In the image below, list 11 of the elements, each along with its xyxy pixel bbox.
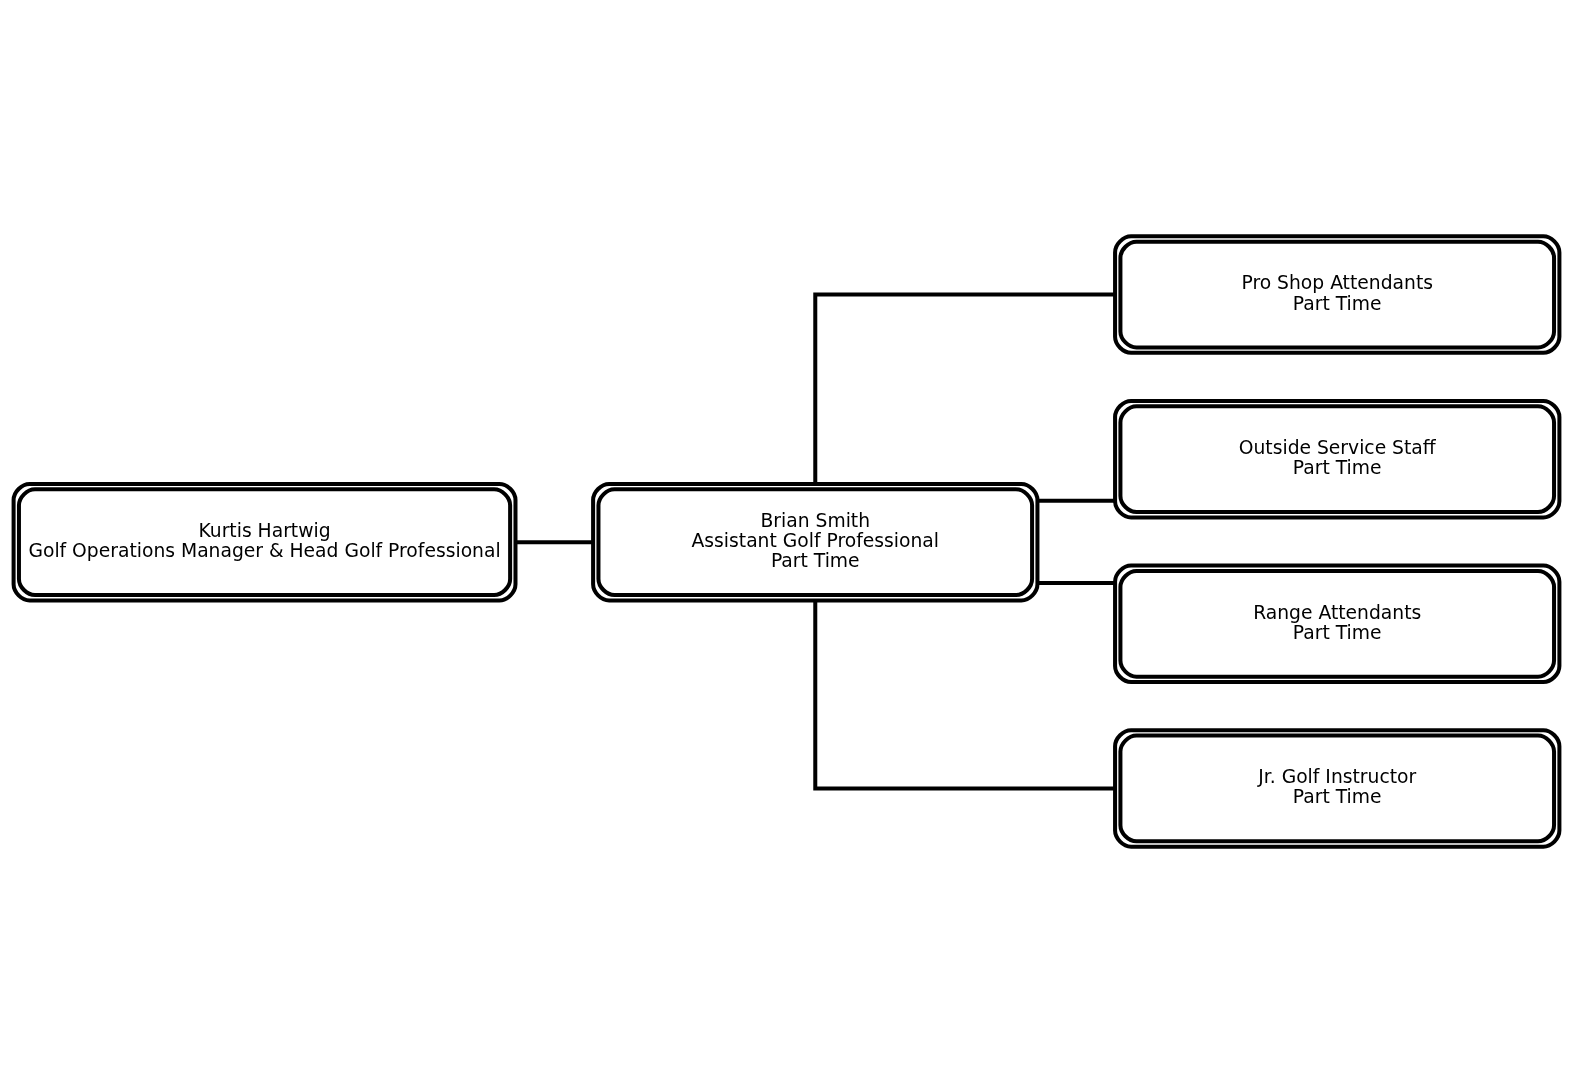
node-box: Outside Service Staff Part Time: [1113, 398, 1562, 520]
connector: [1037, 498, 1115, 503]
connector: [813, 292, 1115, 484]
connector: [813, 600, 1115, 791]
node-box: Jr. Golf Instructor Part Time: [1113, 728, 1562, 849]
node-box: Brian Smith Assistant Golf Professional Part Time: [591, 481, 1040, 603]
node-box: Pro Shop Attendants Part Time: [1113, 234, 1562, 355]
node-box: Kurtis Hartwig Golf Operations Manager & Head Golf Professional: [11, 481, 518, 603]
node-box: Range Attendants Part Time: [1113, 563, 1562, 685]
connector: [1037, 581, 1115, 585]
connector: [515, 540, 593, 545]
